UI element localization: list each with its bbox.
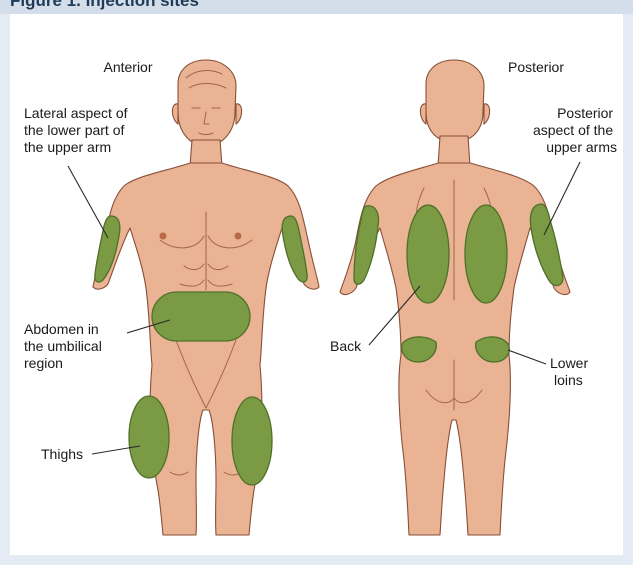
leader-upper-arm-posterior [544,162,580,235]
back-left-site [407,205,449,303]
anterior-view-label: Anterior [103,59,152,75]
abdomen-label: Abdomen in the umbilical region [24,321,106,371]
right-thigh-site [232,397,272,485]
abdomen-site [152,292,250,341]
leader-upper-arm-lateral [68,166,108,238]
lower-loins-label: Lower loins [550,355,592,388]
back-label: Back [330,338,362,354]
left-thigh-site [129,396,169,478]
posterior-left-arm-site [354,206,379,285]
anterior-left-arm-site [95,216,120,282]
upper-arm-posterior-label: Posterior aspect of the upper arms [533,105,617,155]
leader-lower-loins [508,350,546,364]
thighs-label: Thighs [41,446,83,462]
posterior-view-label: Posterior [508,59,564,75]
back-right-site [465,205,507,303]
posterior-right-arm-site [530,204,563,285]
upper-arm-lateral-label: Lateral aspect of the lower part of the … [24,105,131,155]
